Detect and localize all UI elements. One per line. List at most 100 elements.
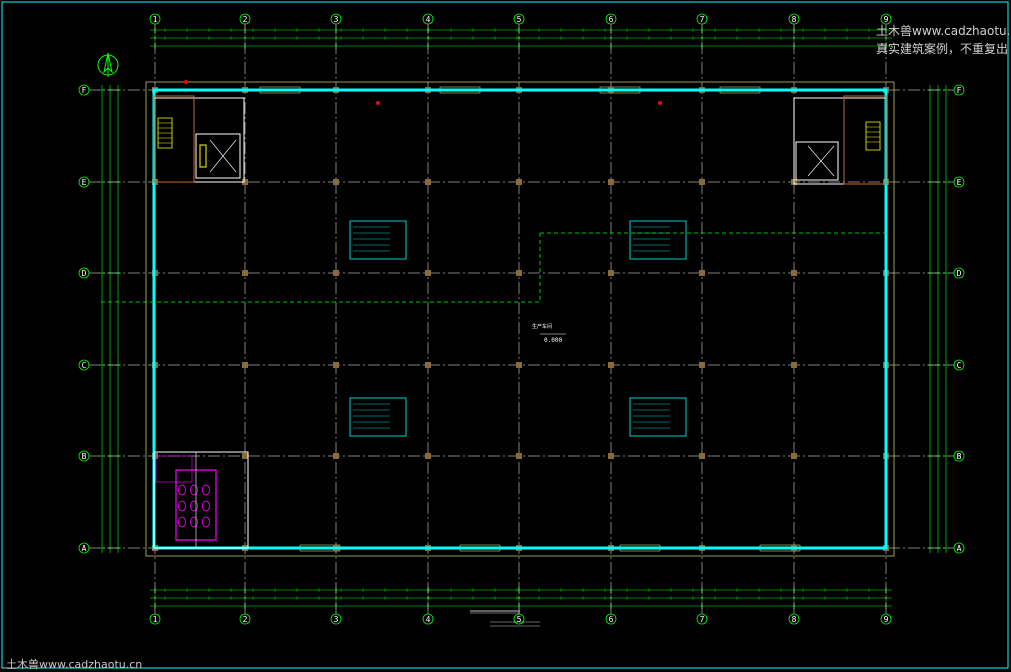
axis-bubble-4: 4 <box>422 613 434 625</box>
structural-column <box>333 179 339 185</box>
axis-bubble-6: 6 <box>605 613 617 625</box>
watermark-top-line1: 土木兽www.cadzhaotu.c <box>876 24 1011 38</box>
svg-text:9: 9 <box>884 615 889 624</box>
structural-column <box>425 270 431 276</box>
axis-bubble-3: 3 <box>330 13 342 25</box>
svg-text:2: 2 <box>243 615 248 624</box>
axis-bubble-F: F <box>953 84 965 96</box>
svg-text:7: 7 <box>700 615 705 624</box>
structural-column <box>516 362 522 368</box>
structural-column <box>699 453 705 459</box>
dimension-lines <box>99 27 949 609</box>
axis-bubble-B: B <box>78 450 90 462</box>
toilet-fixtures <box>178 484 210 528</box>
axis-bubble-8: 8 <box>788 13 800 25</box>
svg-text:D: D <box>82 269 87 278</box>
structural-column <box>425 179 431 185</box>
stair-icon <box>865 121 881 151</box>
svg-text:C: C <box>82 361 87 370</box>
structural-column <box>699 179 705 185</box>
axis-bubble-D: D <box>78 267 90 279</box>
axis-bubble-2: 2 <box>239 613 251 625</box>
elevation-label: 0.000 <box>544 337 562 344</box>
stair-core-top-left <box>153 95 245 183</box>
dashed-leader-line <box>100 232 886 303</box>
axis-bubble-1: 1 <box>149 613 161 625</box>
svg-text:B: B <box>82 452 87 461</box>
svg-text:E: E <box>957 178 962 187</box>
axis-bubble-A: A <box>78 542 90 554</box>
axis-bubble-5: 5 <box>513 13 525 25</box>
axis-bubble-E: E <box>78 176 90 188</box>
svg-text:A: A <box>957 544 962 553</box>
svg-text:1: 1 <box>153 15 158 24</box>
svg-text:3: 3 <box>334 15 339 24</box>
axis-bubble-9: 9 <box>880 13 892 25</box>
structural-column <box>242 179 248 185</box>
structural-column <box>425 362 431 368</box>
structural-column <box>791 453 797 459</box>
toilet-block <box>153 451 249 549</box>
axis-bubble-2: 2 <box>239 13 251 25</box>
structural-column <box>608 453 614 459</box>
svg-text:5: 5 <box>517 615 522 624</box>
svg-text:B: B <box>957 452 962 461</box>
svg-text:6: 6 <box>609 15 614 24</box>
axis-bubble-7: 7 <box>696 13 708 25</box>
structural-column <box>791 270 797 276</box>
structural-column <box>608 179 614 185</box>
svg-text:1: 1 <box>153 615 158 624</box>
axis-bubble-A: A <box>953 542 965 554</box>
svg-text:E: E <box>82 178 87 187</box>
structural-column <box>516 179 522 185</box>
axis-bubble-C: C <box>78 359 90 371</box>
structural-column <box>699 270 705 276</box>
structural-column <box>516 453 522 459</box>
svg-text:5: 5 <box>517 15 522 24</box>
structural-column <box>333 362 339 368</box>
axis-bubble-3: 3 <box>330 613 342 625</box>
stair-icon <box>157 117 173 149</box>
stair-core-top-right <box>793 95 887 185</box>
svg-text:9: 9 <box>884 15 889 24</box>
north-arrow-icon <box>97 52 119 77</box>
axis-bubble-C: C <box>953 359 965 371</box>
axis-bubble-F: F <box>78 84 90 96</box>
structural-column <box>608 362 614 368</box>
axis-bubble-B: B <box>953 450 965 462</box>
axis-bubble-5: 5 <box>513 613 525 625</box>
svg-text:7: 7 <box>700 15 705 24</box>
structural-column <box>608 270 614 276</box>
structural-column <box>791 362 797 368</box>
axis-bubble-D: D <box>953 267 965 279</box>
drawing-title <box>470 610 540 627</box>
structural-column <box>516 270 522 276</box>
watermark-top-line2: 真实建筑案例，不重复出 <box>876 42 1009 56</box>
structural-column <box>333 270 339 276</box>
svg-text:3: 3 <box>334 615 339 624</box>
svg-text:C: C <box>957 361 962 370</box>
structural-column <box>425 453 431 459</box>
watermark-bottom: 土木兽www.cadzhaotu.cn <box>6 658 143 671</box>
axis-bubble-E: E <box>953 176 965 188</box>
exterior-walls <box>145 81 895 557</box>
structural-column <box>242 453 248 459</box>
structural-column <box>699 362 705 368</box>
svg-text:A: A <box>82 544 87 553</box>
svg-text:D: D <box>957 269 962 278</box>
axis-bubble-6: 6 <box>605 13 617 25</box>
notes-table <box>349 220 687 437</box>
structural-column <box>242 270 248 276</box>
svg-text:生产车间: 生产车间 <box>532 323 552 330</box>
svg-text:F: F <box>957 86 962 95</box>
svg-text:8: 8 <box>792 15 797 24</box>
axis-bubble-7: 7 <box>696 613 708 625</box>
svg-text:F: F <box>82 86 87 95</box>
axis-bubble-9: 9 <box>880 613 892 625</box>
axis-bubble-8: 8 <box>788 613 800 625</box>
svg-text:2: 2 <box>243 15 248 24</box>
axis-bubble-1: 1 <box>149 13 161 25</box>
